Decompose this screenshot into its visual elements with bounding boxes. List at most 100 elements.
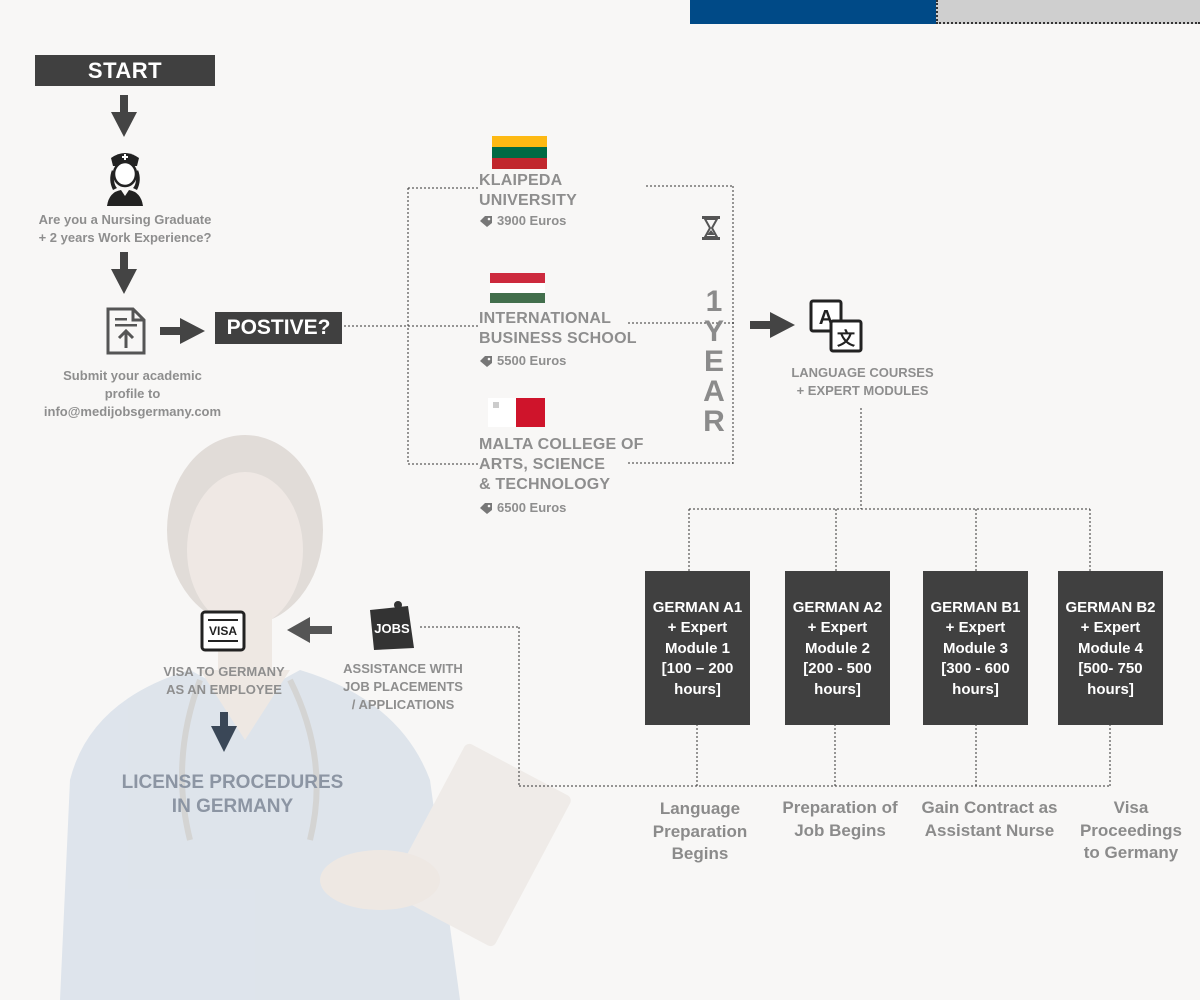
one-year-label: 1 Y E A R bbox=[699, 287, 729, 437]
module-hours: [200 - 500 bbox=[803, 660, 872, 678]
postive-box: POSTIVE? bbox=[215, 312, 342, 344]
submit-line1: Submit your academic bbox=[63, 368, 202, 383]
postive-label: POSTIVE? bbox=[226, 316, 331, 339]
university-name-line3: & TECHNOLOGY bbox=[479, 476, 611, 493]
lithuania-flag-icon bbox=[492, 136, 547, 169]
upload-document-icon bbox=[106, 307, 146, 355]
license-procedures-text: LICENSE PROCEDURES IN GERMANY bbox=[110, 771, 355, 819]
module-box-a1: GERMAN A1 + Expert Module 1 [100 – 200 h… bbox=[645, 571, 750, 725]
university-ibs-name: INTERNATIONAL BUSINESS SCHOOL bbox=[479, 309, 637, 349]
year-letter: Y bbox=[703, 315, 724, 348]
phase-line: Assistant Nurse bbox=[924, 820, 1055, 840]
phase-line: Gain Contract as bbox=[921, 798, 1058, 817]
module-title: GERMAN A1 bbox=[652, 598, 743, 616]
start-label: START bbox=[87, 57, 163, 83]
hungary-flag-icon bbox=[490, 273, 545, 303]
university-malta-name: MALTA COLLEGE OF ARTS, SCIENCE & TECHNOL… bbox=[479, 435, 644, 495]
university-klaipeda-price: 3900 Euros bbox=[479, 213, 566, 228]
university-ibs-price: 5500 Euros bbox=[479, 353, 566, 368]
price-tag-icon bbox=[480, 355, 492, 367]
university-malta-price: 6500 Euros bbox=[479, 500, 566, 515]
module-line: + Expert bbox=[807, 619, 868, 637]
phase-job-preparation: Preparation of Job Begins bbox=[770, 797, 910, 842]
year-letter: R bbox=[703, 405, 725, 438]
module-title: GERMAN B2 bbox=[1065, 598, 1156, 616]
jobs-line2: JOB PLACEMENTS bbox=[343, 679, 463, 694]
year-letter: 1 bbox=[705, 285, 723, 318]
submit-profile-text: Submit your academic profile to info@med… bbox=[30, 367, 235, 421]
visa-line2: AS AN EMPLOYEE bbox=[166, 682, 282, 697]
price-value: 5500 Euros bbox=[497, 353, 567, 368]
price-tag-icon bbox=[480, 502, 492, 514]
module-hours: hours] bbox=[674, 680, 721, 698]
license-line2: IN GERMANY bbox=[171, 796, 294, 817]
progress-bar-filled bbox=[690, 0, 936, 24]
module-line: Module 1 bbox=[664, 639, 730, 657]
progress-bar-empty bbox=[936, 0, 1200, 24]
nursing-question-line1: Are you a Nursing Graduate bbox=[38, 212, 212, 227]
module-box-b2: GERMAN B2 + Expert Module 4 [500- 750 ho… bbox=[1058, 571, 1163, 725]
university-name-line1: MALTA COLLEGE OF bbox=[479, 436, 644, 453]
module-hours: [500- 750 bbox=[1078, 660, 1143, 678]
phase-line: Visa bbox=[1113, 798, 1149, 817]
year-letter: A bbox=[703, 375, 725, 408]
visa-icon-text: VISA bbox=[209, 624, 237, 638]
university-name-line2: UNIVERSITY bbox=[479, 192, 578, 209]
phase-line: Job Begins bbox=[794, 820, 886, 840]
module-line: Module 4 bbox=[1077, 639, 1143, 657]
university-name-line2: BUSINESS SCHOOL bbox=[479, 330, 637, 347]
phase-language-preparation: Language Preparation Begins bbox=[630, 798, 770, 866]
module-box-a2: GERMAN A2 + Expert Module 2 [200 - 500 h… bbox=[785, 571, 890, 725]
language-line2: + EXPERT MODULES bbox=[796, 383, 929, 398]
module-hours: hours] bbox=[1087, 680, 1134, 698]
nursing-question-line2: + 2 years Work Experience? bbox=[38, 230, 212, 245]
nursing-question: Are you a Nursing Graduate + 2 years Wor… bbox=[20, 211, 230, 247]
svg-text:文: 文 bbox=[837, 328, 856, 350]
module-title: GERMAN B1 bbox=[930, 598, 1021, 616]
jobs-board-icon: JOBS bbox=[370, 601, 414, 650]
jobs-line3: / APPLICATIONS bbox=[351, 697, 455, 712]
year-letter: E bbox=[703, 345, 724, 378]
visa-document-icon: VISA bbox=[200, 610, 246, 652]
phase-line: Preparation of bbox=[782, 798, 898, 817]
price-value: 6500 Euros bbox=[497, 500, 567, 515]
module-title: GERMAN A2 bbox=[792, 598, 883, 616]
module-line: + Expert bbox=[945, 619, 1006, 637]
phase-line: to Germany bbox=[1083, 843, 1179, 862]
translate-icon: A 文 bbox=[809, 299, 863, 353]
visa-employee-text: VISA TO GERMANY AS AN EMPLOYEE bbox=[160, 663, 288, 699]
start-box: START bbox=[35, 55, 215, 86]
module-hours: [300 - 600 bbox=[941, 660, 1010, 678]
price-tag-icon bbox=[480, 215, 492, 227]
university-name-line2: ARTS, SCIENCE bbox=[479, 456, 606, 473]
phase-visa-proceedings: Visa Proceedings to Germany bbox=[1068, 797, 1194, 865]
phase-line: Language bbox=[659, 799, 741, 818]
module-line: + Expert bbox=[1080, 619, 1141, 637]
jobs-line1: ASSISTANCE WITH bbox=[343, 661, 463, 676]
price-value: 3900 Euros bbox=[497, 213, 567, 228]
phase-contract: Gain Contract as Assistant Nurse bbox=[912, 797, 1067, 842]
module-hours: [100 – 200 bbox=[661, 660, 734, 678]
job-assistance-text: ASSISTANCE WITH JOB PLACEMENTS / APPLICA… bbox=[330, 660, 476, 714]
malta-flag-icon bbox=[488, 398, 545, 427]
university-klaipeda-name: KLAIPEDA UNIVERSITY bbox=[479, 171, 577, 211]
module-hours: hours] bbox=[952, 680, 999, 698]
license-line1: LICENSE PROCEDURES bbox=[121, 772, 344, 793]
nurse-icon bbox=[107, 153, 143, 206]
language-line1: LANGUAGE COURSES bbox=[791, 365, 934, 380]
language-courses-text: LANGUAGE COURSES + EXPERT MODULES bbox=[770, 364, 955, 400]
module-line: + Expert bbox=[667, 619, 728, 637]
module-box-b1: GERMAN B1 + Expert Module 3 [300 - 600 h… bbox=[923, 571, 1028, 725]
hourglass-icon bbox=[702, 216, 720, 240]
phase-line: Begins bbox=[671, 844, 729, 863]
jobs-icon-text: JOBS bbox=[374, 621, 410, 636]
visa-line1: VISA TO GERMANY bbox=[163, 664, 285, 679]
module-line: Module 3 bbox=[942, 639, 1008, 657]
phase-line: Preparation bbox=[652, 821, 748, 841]
submit-email: info@medijobsgermany.com bbox=[43, 404, 222, 419]
module-hours: hours] bbox=[814, 680, 861, 698]
university-name-line1: KLAIPEDA bbox=[479, 172, 563, 189]
phase-line: Proceedings bbox=[1079, 820, 1183, 840]
university-name-line1: INTERNATIONAL bbox=[479, 310, 612, 327]
